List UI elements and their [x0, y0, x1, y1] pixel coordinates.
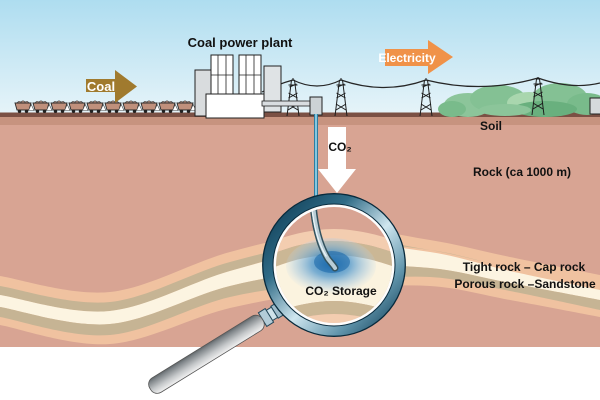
co2-down-arrow: [318, 127, 356, 193]
power-plant-label: Coal power plant: [188, 35, 293, 50]
cooling-tower: [263, 65, 282, 113]
coal-arrow-label: Coal: [87, 79, 115, 94]
trees: [438, 83, 600, 117]
co2-label: CO₂: [328, 140, 351, 154]
injection-wellhead: [309, 96, 323, 116]
boiler-stack-1: [210, 54, 234, 98]
porous-rock-label: Porous rock –Sandstone: [454, 277, 596, 291]
plant-pipe-rack: [261, 100, 311, 107]
electricity-arrow: Electricity: [378, 40, 453, 74]
boiler-stack-2: [238, 54, 262, 98]
plant-main-hall: [205, 93, 265, 119]
substation-building: [589, 97, 600, 115]
co2-storage-label: CO₂ Storage: [305, 284, 377, 298]
magnifier-lens-view: CO₂ Storage: [276, 207, 392, 323]
magnifier-rim: [262, 193, 406, 337]
rock-depth-label: Rock (ca 1000 m): [473, 165, 571, 179]
lens-layer-peach: [276, 229, 392, 256]
sandstone-layer: [0, 244, 600, 325]
soil-label: Soil: [480, 119, 502, 133]
cap-rock-layer-lower: [0, 265, 600, 336]
electricity-arrow-label: Electricity: [378, 51, 436, 65]
ground-surface-line: [0, 112, 600, 117]
power-plant: [194, 54, 600, 119]
lens-cap-rock-lower: [276, 301, 392, 323]
coal-arrow: Coal: [86, 70, 137, 103]
cap-rock-layer-upper: [0, 239, 600, 312]
subsoil-band: [0, 117, 600, 125]
tight-rock-label: Tight rock – Cap rock: [463, 260, 586, 274]
